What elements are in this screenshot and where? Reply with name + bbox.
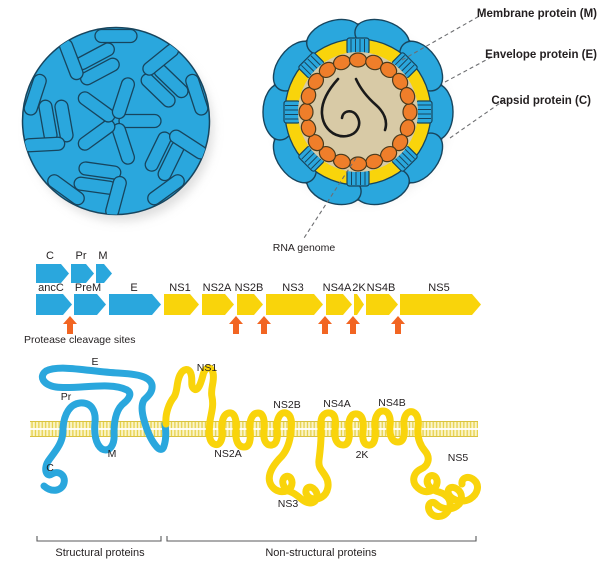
capsid-callout-line xyxy=(449,100,504,139)
nonstructural-protein-chain xyxy=(162,364,481,520)
cleavage-site-arrow xyxy=(257,316,271,334)
membrane-callout-line xyxy=(401,13,484,61)
nucleocapsid-interior xyxy=(298,52,418,172)
topology-NS4A-label: NS4A xyxy=(323,398,350,410)
genome-segment-PreM xyxy=(74,294,106,315)
cleavage-site-arrow xyxy=(318,316,332,334)
rna-genome-squiggle xyxy=(320,77,388,138)
topology-Pr-label: Pr xyxy=(61,391,72,403)
topology-NS2B-label: NS2B xyxy=(273,399,300,411)
genome-segment-ancC-label: ancC xyxy=(38,282,64,294)
rna-genome-label: RNA genome xyxy=(273,242,336,254)
genome-map: C Pr M ancC PreM E NS1 NS2A NS2B NS3 NS4… xyxy=(24,250,481,346)
structural-bracket xyxy=(36,536,162,542)
genome-segment-NS2B xyxy=(237,294,263,315)
footer-brackets: Structural proteins Non-structural prote… xyxy=(36,536,477,559)
genome-segment-NS4B-label: NS4B xyxy=(367,282,396,294)
genome-segment-PreM-label: PreM xyxy=(75,282,101,294)
genome-segment-NS1-label: NS1 xyxy=(169,282,190,294)
topology-NS4B-label: NS4B xyxy=(378,397,405,409)
bilayer-midline xyxy=(30,428,478,430)
cleavage-site-arrow xyxy=(63,316,77,334)
structural-protein-chain xyxy=(38,364,170,494)
genome-segment-NS4A-label: NS4A xyxy=(323,282,352,294)
genome-top-m-label: M xyxy=(98,250,107,262)
genome-segment-NS1 xyxy=(164,294,199,315)
topology-E-label: E xyxy=(91,356,98,368)
genome-segment-NS4B xyxy=(366,294,398,315)
legend-callouts: Membrane protein (M) Envelope protein (E… xyxy=(273,8,597,254)
genome-top-segment-m xyxy=(96,264,112,283)
virion-surface-view xyxy=(21,26,211,216)
rna-callout-line xyxy=(303,157,357,239)
virion-cross-section xyxy=(262,12,454,212)
genome-segment-NS5-label: NS5 xyxy=(428,282,449,294)
genome-segment-NS2B-label: NS2B xyxy=(235,282,264,294)
genome-segment-NS3 xyxy=(266,294,323,315)
non-structural-proteins-label: Non-structural proteins xyxy=(265,547,377,559)
genome-top-segment-c xyxy=(36,264,69,283)
genome-segment-E-label: E xyxy=(130,282,137,294)
genome-segment-NS4A xyxy=(326,294,352,315)
protease-cleavage-label: Protease cleavage sites xyxy=(24,334,135,346)
genome-segment-E xyxy=(109,294,161,315)
genome-top-segment-pr xyxy=(71,264,94,283)
cleavage-site-arrow xyxy=(391,316,405,334)
topology-NS2A-label: NS2A xyxy=(214,448,241,460)
cleavage-site-arrow xyxy=(229,316,243,334)
topology-NS5-label: NS5 xyxy=(448,452,469,464)
cleavage-site-arrow xyxy=(346,316,360,334)
envelope-protein-label: Envelope protein (E) xyxy=(485,49,597,61)
genome-segment-ancC xyxy=(36,294,72,315)
genome-top-pr-label: Pr xyxy=(76,250,87,262)
genome-segment-NS2A xyxy=(202,294,234,315)
membrane-protein-label: Membrane protein (M) xyxy=(477,8,597,20)
membrane-topology: E Pr M C NS1 NS2A NS2B NS3 NS4A 2K NS4B … xyxy=(30,356,481,520)
topology-2K-label: 2K xyxy=(356,449,369,461)
genome-segment-NS2A-label: NS2A xyxy=(203,282,232,294)
genome-segment-NS3-label: NS3 xyxy=(282,282,303,294)
topology-NS1-label: NS1 xyxy=(197,362,218,374)
genome-segment-2K-label: 2K xyxy=(352,282,366,294)
genome-segment-2K xyxy=(354,294,364,315)
capsid-protein-label: Capsid protein (C) xyxy=(491,95,591,107)
topology-C-label: C xyxy=(46,462,54,474)
structural-proteins-label: Structural proteins xyxy=(55,547,145,559)
genome-segment-NS5 xyxy=(400,294,481,315)
topology-NS3-label: NS3 xyxy=(278,498,299,510)
envelope-callout-line xyxy=(444,51,502,83)
non-structural-bracket xyxy=(166,536,477,542)
topology-M-label: M xyxy=(108,448,117,460)
cleavage-site-arrows xyxy=(63,316,405,334)
genome-top-c-label: C xyxy=(46,250,54,262)
